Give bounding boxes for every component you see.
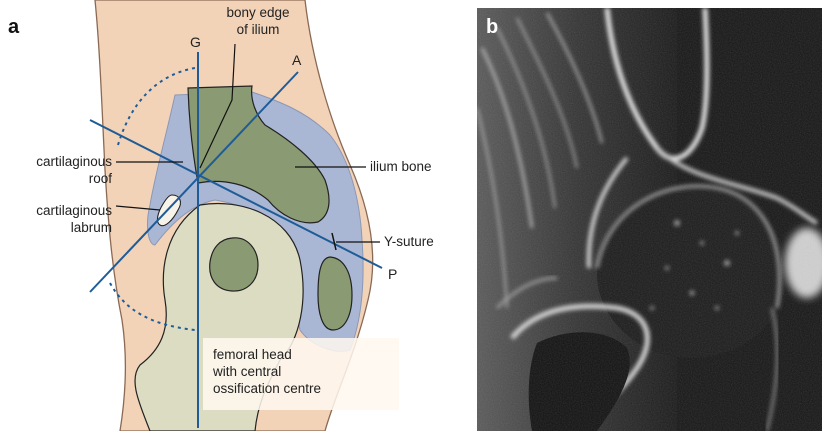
label-ilium-bone: ilium bone: [370, 158, 432, 175]
label-cartilaginous-roof-line1: cartilaginous: [4, 153, 112, 170]
label-cartilaginous-labrum-line1: cartilaginous: [4, 202, 112, 219]
label-femoral-head-line3: ossification centre: [213, 380, 321, 397]
axis-label-p: P: [388, 266, 397, 282]
axis-label-g: G: [190, 34, 201, 50]
ossification-centre: [210, 238, 258, 291]
label-femoral-head-line1: femoral head: [213, 346, 321, 363]
label-femoral-head-line2: with central: [213, 363, 321, 380]
label-femoral-head: femoral head with central ossification c…: [213, 346, 321, 397]
panel-a-letter: a: [8, 16, 19, 39]
label-cartilaginous-roof: cartilaginous roof: [4, 153, 112, 187]
label-bony-edge-line1: bony edge: [214, 4, 302, 21]
label-bony-edge: bony edge of ilium: [214, 4, 302, 38]
panel-b-letter: b: [486, 16, 498, 39]
label-cartilaginous-labrum-line2: labrum: [4, 219, 112, 236]
hip-ultrasound-image: [477, 8, 822, 431]
label-bony-edge-line2: of ilium: [214, 21, 302, 38]
label-cartilaginous-labrum: cartilaginous labrum: [4, 202, 112, 236]
axis-label-a: A: [292, 52, 301, 68]
label-y-suture: Y-suture: [384, 233, 434, 250]
label-cartilaginous-roof-line2: roof: [4, 170, 112, 187]
